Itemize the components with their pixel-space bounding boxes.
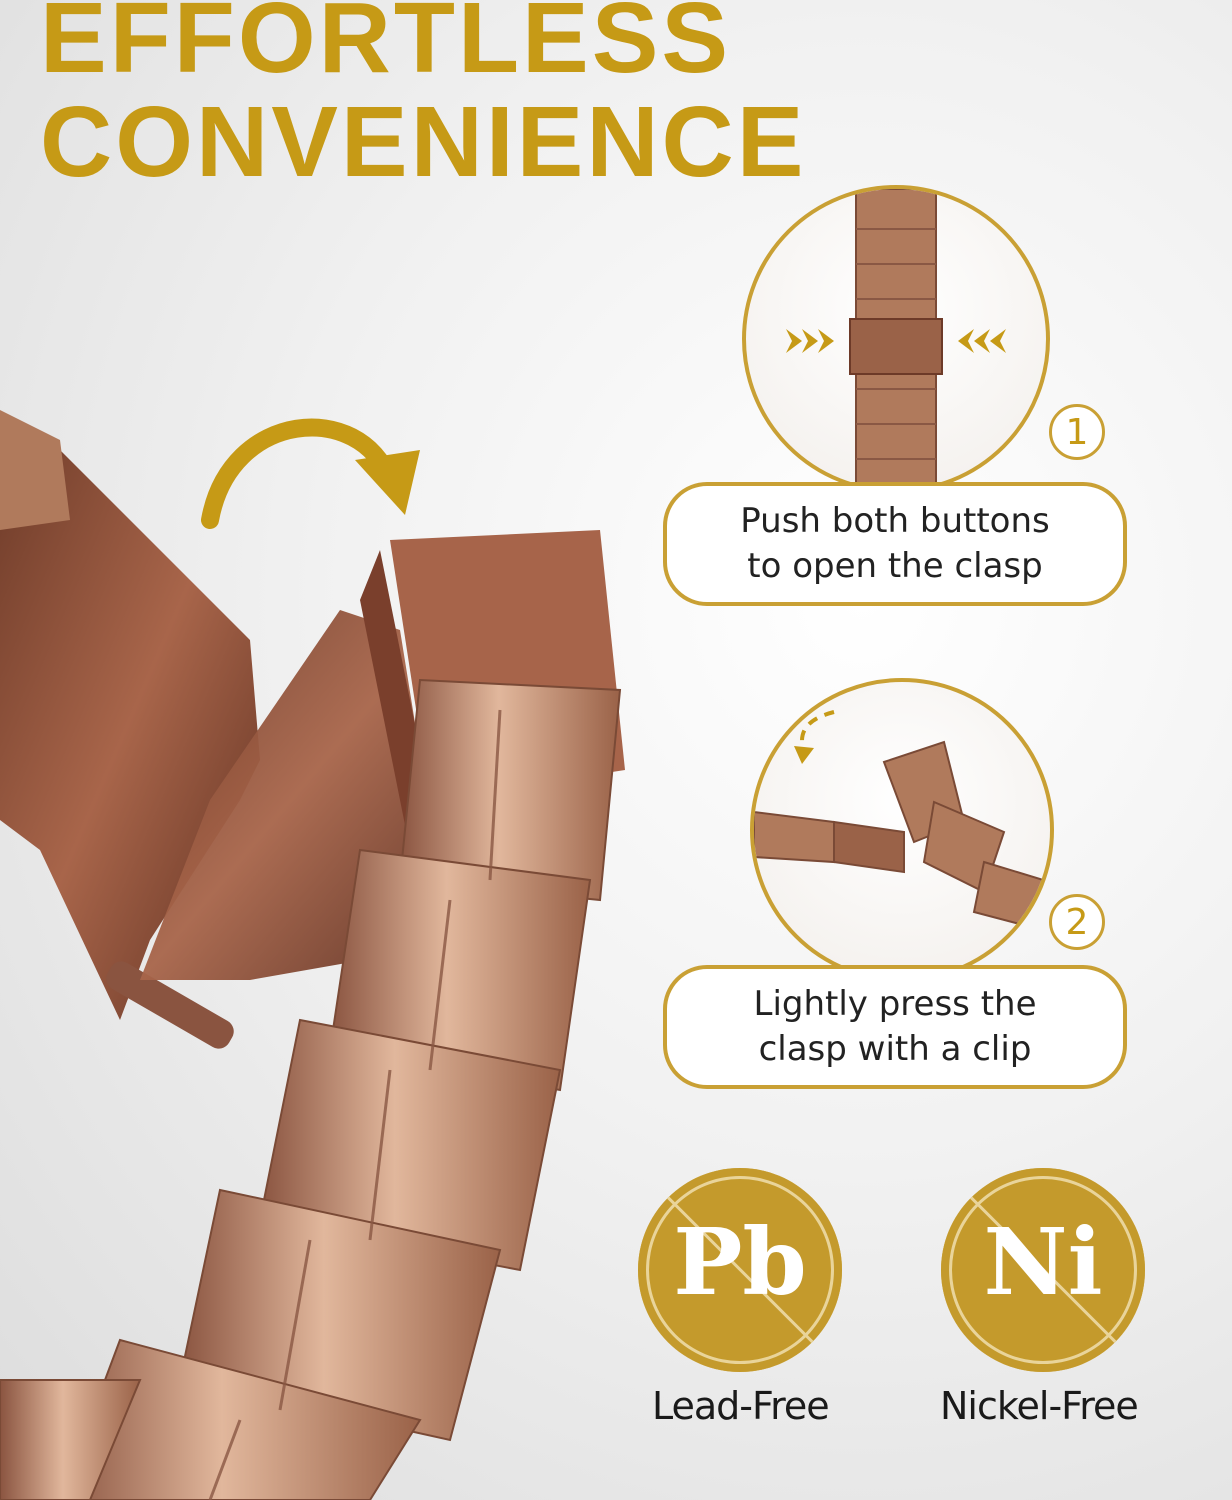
lead-free-badge: Pb bbox=[638, 1168, 842, 1372]
headline-line1: EFFORTLESS bbox=[40, 0, 732, 94]
nickel-free-badge: Ni bbox=[941, 1168, 1145, 1372]
step-number-2: 2 bbox=[1049, 894, 1105, 950]
lead-free-label: Lead-Free bbox=[652, 1384, 830, 1428]
step1-caption: Push both buttons to open the clasp bbox=[740, 501, 1050, 586]
nickel-free-label: Nickel-Free bbox=[940, 1384, 1139, 1428]
curved-arrow-icon bbox=[201, 418, 420, 529]
step1-caption-box: Push both buttons to open the clasp bbox=[663, 482, 1127, 606]
lead-symbol: Pb bbox=[673, 1208, 807, 1316]
push-arrows-icon bbox=[786, 329, 1006, 353]
clasp-buttons-illustration bbox=[786, 189, 1006, 489]
step2-caption: Lightly press the clasp with a clip bbox=[753, 984, 1037, 1069]
step1-image-circle bbox=[742, 185, 1050, 493]
step-number-1: 1 bbox=[1049, 404, 1105, 460]
headline-line2: CONVENIENCE bbox=[40, 86, 807, 198]
clasp-close-illustration bbox=[754, 710, 1050, 934]
step2-caption-box: Lightly press the clasp with a clip bbox=[663, 965, 1127, 1089]
nickel-symbol: Ni bbox=[983, 1208, 1103, 1316]
dashed-arrow-icon bbox=[800, 710, 835, 753]
step2-image-circle bbox=[750, 678, 1054, 982]
copper-bracelet-illustration bbox=[0, 410, 625, 1500]
